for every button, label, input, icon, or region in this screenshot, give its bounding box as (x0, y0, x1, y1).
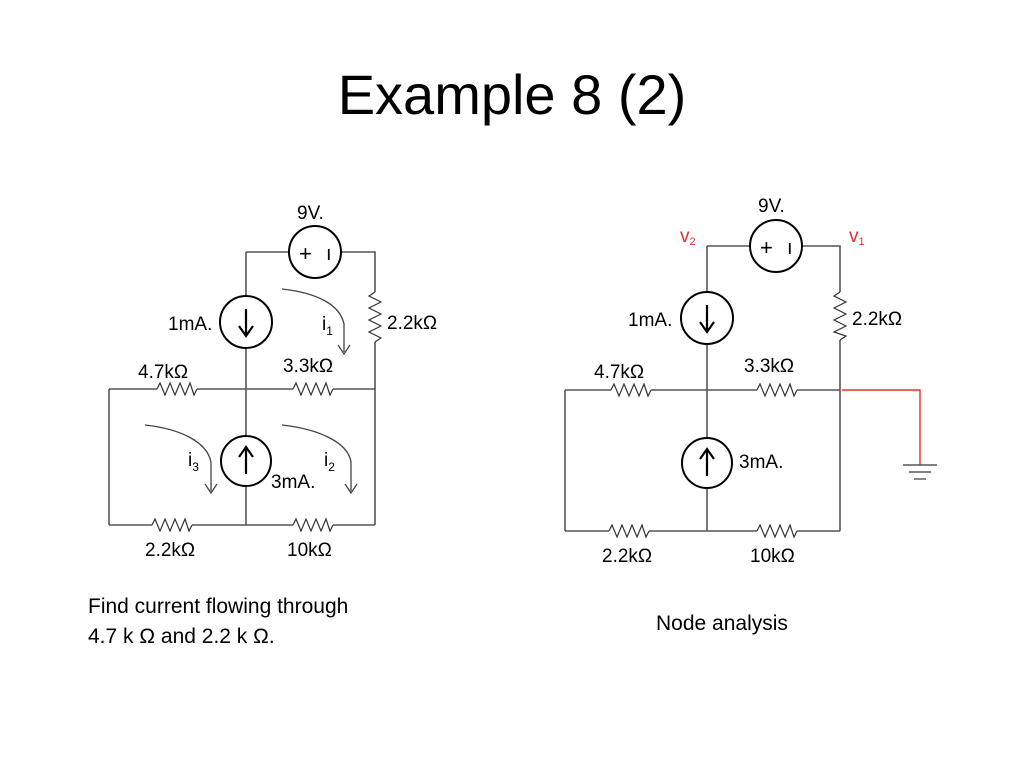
right-resistor-10k (756, 523, 798, 539)
left-2.2k-bottom-label: 2.2kΩ (145, 540, 195, 561)
right-2.2k-top-label: 2.2kΩ (852, 309, 902, 330)
right-3.3k-label: 3.3kΩ (744, 356, 794, 377)
up-arrow-icon (699, 447, 715, 476)
plus-sign: + (760, 235, 773, 260)
left-resistor-10k (292, 517, 334, 533)
problem-statement: Find current flowing through 4.7 k Ω and… (88, 592, 348, 652)
left-wires (108, 251, 376, 526)
left-1ma-label: 1mA. (168, 314, 212, 335)
right-3ma-label: 3mA. (739, 452, 783, 473)
right-2.2k-bottom-label: 2.2kΩ (602, 546, 652, 567)
left-resistor-2.2k-bottom (151, 517, 193, 533)
left-resistor-2.2k-top (367, 291, 383, 343)
right-10k-label: 10kΩ (750, 546, 795, 567)
current-label-i2: i2 (324, 450, 335, 474)
left-3.3k-label: 3.3kΩ (283, 356, 333, 377)
slide-title: Example 8 (2) (337, 63, 687, 126)
right-resistor-2.2k-bottom (608, 523, 650, 539)
problem-statement-line-2: 4.7 k Ω and 2.2 k Ω. (88, 625, 275, 648)
right-current-source-3mA (681, 437, 733, 489)
loop-arrow-i3 (144, 424, 212, 491)
current-label-i1: i1 (322, 314, 333, 338)
node-label-v2: v2 (680, 226, 696, 248)
right-voltage-source: + ı (749, 219, 803, 273)
left-circuit: + ı 9V. 1mA. 3mA. 2.2kΩ (108, 203, 437, 561)
left-10k-label: 10kΩ (287, 540, 332, 561)
node-label-v1: v1 (849, 226, 865, 248)
loop-arrow-i1 (281, 288, 345, 352)
left-resistor-3.3k (292, 381, 334, 397)
down-arrow-icon (238, 309, 254, 338)
right-9v-label: 9V. (758, 196, 785, 217)
right-4.7k-label: 4.7kΩ (594, 362, 644, 383)
current-label-i3: i3 (188, 450, 199, 474)
right-current-source-1mA (680, 291, 734, 345)
problem-statement-line-1: Find current flowing through (88, 595, 349, 618)
left-9v-label: 9V. (297, 203, 324, 224)
minus-sign: ı (326, 243, 332, 265)
right-circuit: + ı 9V. 1mA. 3mA. 2.2kΩ 4.7kΩ 3.3kΩ 2.2k… (564, 196, 937, 567)
loop-arrow-i2 (281, 424, 352, 491)
right-wires (564, 245, 841, 532)
left-voltage-source: + ı (288, 225, 342, 279)
plus-sign: + (299, 241, 312, 266)
minus-sign: ı (787, 237, 793, 259)
left-current-source-1mA (219, 295, 273, 349)
right-resistor-2.2k-top (832, 291, 848, 341)
left-current-source-3mA (220, 435, 272, 487)
left-2.2k-top-label: 2.2kΩ (387, 313, 437, 334)
left-4.7k-label: 4.7kΩ (138, 362, 188, 383)
ground-icon (842, 389, 937, 480)
right-resistor-3.3k (756, 382, 798, 398)
up-arrow-icon (238, 445, 254, 474)
node-analysis-caption: Node analysis (656, 612, 788, 635)
down-arrow-icon (699, 305, 715, 334)
right-1ma-label: 1mA. (628, 310, 672, 331)
left-resistor-4.7k (156, 381, 198, 397)
left-3ma-label: 3mA. (271, 472, 315, 493)
right-resistor-4.7k (610, 382, 652, 398)
